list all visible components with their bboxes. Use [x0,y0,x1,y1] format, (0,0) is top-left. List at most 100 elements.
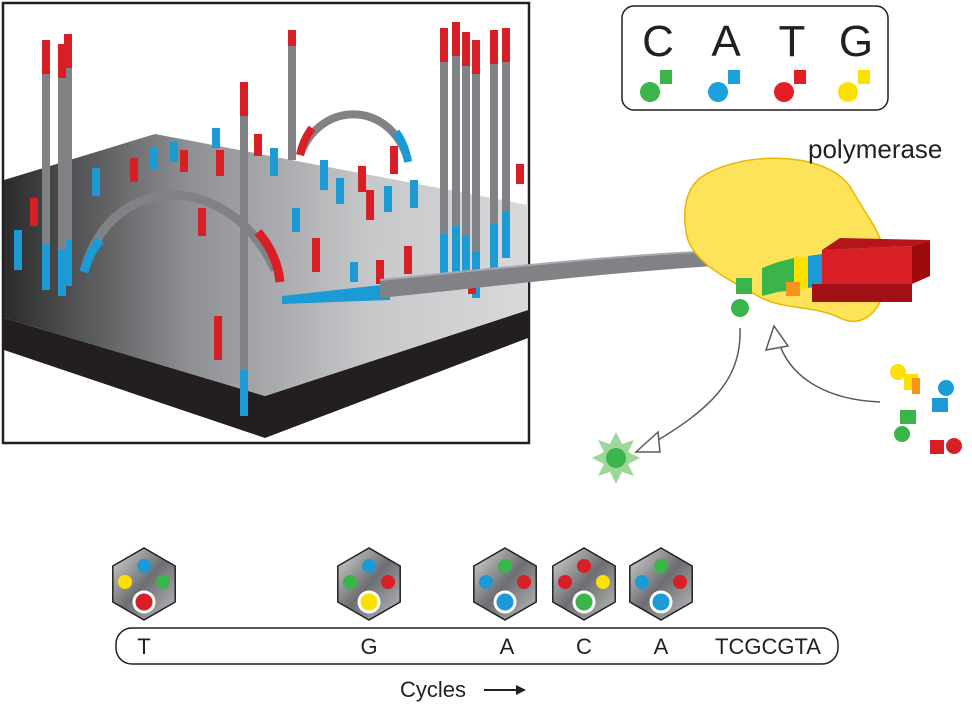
incoming-nucleotide-circle [731,299,749,317]
zmw-pillar-cap [440,28,448,62]
zmw-stub [292,208,300,232]
hexagon-well [552,547,616,621]
zmw-stub [410,180,418,208]
zmw-stub [270,148,278,176]
zmw-pillar-cap [452,22,460,56]
zmw-stub [92,168,100,196]
zmw-stub [150,148,158,170]
legend-letter-g: G [839,17,873,66]
dna-loop-left-red [254,229,285,283]
dna-loop-left [79,190,280,274]
read-base-2: G [360,634,377,659]
cycle-hexagon-2 [337,547,401,621]
legend-green-circle [640,82,660,102]
zmw-stub [312,238,320,272]
legend-red-square [794,70,806,84]
dna-loop-left-blue [79,237,104,274]
zmw-stub [336,178,344,204]
zmw-pillar-cap [288,30,296,46]
read-base-3: A [500,634,515,659]
zmw-stub [212,128,220,148]
cycles-arrow-head [516,685,526,695]
legend-letter-t: T [779,17,806,66]
zmw-pillar-base [440,234,448,280]
cycle-hexagon-5 [629,547,693,621]
zmw-stub [198,208,206,236]
dye-dot-right [517,575,531,589]
legend-yellow-circle [838,82,858,102]
zmw-chip-inset [1,1,531,445]
free-nucleotides [890,364,962,454]
dye-dot-left [343,575,357,589]
zmw-pillar [58,44,66,296]
zmw-stub [180,150,188,172]
dna-loop-right-red [296,125,316,156]
zmw-pillar-base [490,224,498,270]
zmw-pillar-cap [58,44,66,78]
base-orange [786,282,800,296]
free-green-square [900,410,916,424]
dye-dot-top [577,559,591,573]
legend-blue-square [728,70,740,84]
zmw-pillar [288,30,296,160]
legend-letter-a: A [711,17,741,66]
zmw-stub [254,134,262,156]
hexagon-well [629,547,693,621]
cycles-label: Cycles [400,677,466,702]
polymerase-label: polymerase [808,134,942,164]
free-red-circle [946,438,962,454]
cycle-hexagons [112,547,693,621]
zmw-pillar-cap [42,40,50,74]
release-arrow [647,327,741,447]
dye-dot-top [362,559,376,573]
zmw-pillar-cap [490,30,498,64]
zmw-pillar [240,82,248,416]
zmw-stub [358,166,366,192]
flash-core [606,448,626,468]
base-yellow [794,256,808,290]
hexagon-well [473,547,537,621]
read-base-4: C [576,634,592,659]
free-red-square [930,440,944,454]
zmw-stub [170,142,178,162]
legend-box [621,5,889,111]
incorporated-dye-dot [493,590,517,614]
flow-arrows [634,324,881,453]
zmw-stub [130,158,138,182]
zmw-stub [516,164,524,184]
free-yellow-circle [890,364,906,380]
dye-dot-left [118,575,132,589]
dye-dot-right [596,575,610,589]
zmw-stub [404,246,412,274]
dna-strand [380,248,790,298]
zmw-pillar-cap [502,28,510,62]
cycle-hexagon-3 [473,547,537,621]
cycle-hexagon-1 [112,547,176,621]
zmw-stub [30,198,38,226]
zmw-stub [320,160,328,190]
hexagon-well [112,547,176,621]
base-red-lower [812,284,912,302]
base-red-block [822,246,912,290]
zmw-pillar [502,28,510,258]
dna-loop-right-blue [392,129,412,163]
read-base-1: T [137,634,150,659]
sequence-bar [115,627,839,665]
legend-blue-circle [708,82,728,102]
free-blue-circle [938,380,954,396]
zmw-stub [216,150,224,176]
release-arrow-outline [646,327,744,450]
hexagon-well [337,547,401,621]
zmw-stub [214,316,222,360]
strand-base-blue [282,284,390,304]
zmw-stub [14,230,22,270]
nascent-strand [731,238,930,317]
zmw-pillar [42,40,50,290]
zmw-stub [376,260,384,284]
zmw-pillar-base [462,236,470,282]
incorporated-dye-dot [649,590,673,614]
dye-dot-right [156,575,170,589]
zmw-stub [384,186,392,212]
base-green-1 [762,262,778,296]
